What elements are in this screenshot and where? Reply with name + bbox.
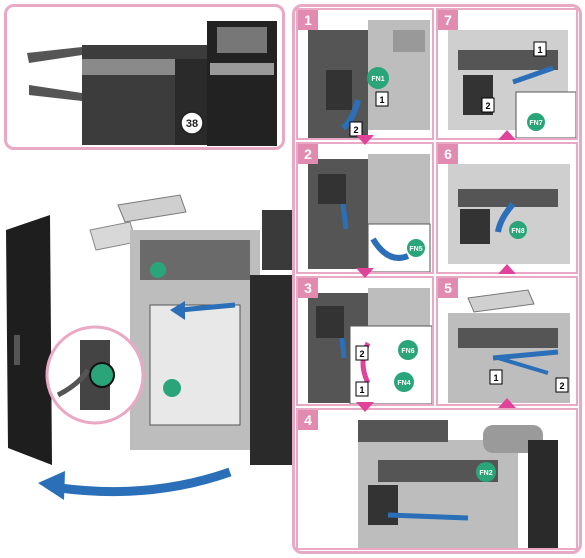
overview-panel: 38: [4, 4, 285, 150]
flow-arrow-4-to-5: [498, 398, 516, 408]
tag-1: 1: [493, 373, 498, 383]
step-4-panel: 4 FN2: [296, 408, 578, 550]
tag-2: 2: [359, 349, 364, 359]
tag-1: 1: [537, 45, 542, 55]
step-2-panel: 2 FN5: [296, 142, 434, 274]
step-4-illustration: FN2: [358, 420, 558, 548]
step-6-panel: 6 FN8: [436, 142, 578, 274]
badge-fn5: FN5: [409, 246, 422, 253]
step-1-illustration: 2 1 FN1: [308, 20, 430, 138]
step-7-panel: 7 1 2 FN7: [436, 8, 578, 140]
step-3-panel: 3 2 1 FN6 FN4: [296, 276, 434, 406]
main-machine-illustration: [6, 194, 300, 500]
step-2-illustration: FN5: [308, 154, 431, 272]
badge-fn4: FN4: [397, 380, 410, 387]
tag-1: 1: [379, 95, 384, 105]
step-6-illustration: FN8: [448, 164, 570, 264]
flow-arrow-5-to-6: [498, 264, 516, 274]
tag-1: 1: [359, 385, 364, 395]
step-number: 5: [438, 278, 458, 298]
badge-fn8: FN8: [511, 228, 524, 235]
step-1-panel: 1 2 1 FN1: [296, 8, 434, 140]
tag-2: 2: [353, 125, 358, 135]
step-number: 6: [438, 144, 458, 164]
flow-arrow-1-to-2: [356, 135, 374, 145]
step-5-illustration: 1 2: [448, 289, 570, 403]
step-number: 7: [438, 10, 458, 30]
step-number: 1: [298, 10, 318, 30]
badge-fn7: FN7: [529, 120, 542, 127]
machine-overview-illustration: 38: [27, 21, 277, 146]
step-5-panel: 5 1 2: [436, 276, 578, 406]
step-number: 2: [298, 144, 318, 164]
step-3-illustration: 2 1 FN6 FN4: [308, 288, 432, 404]
step-number: 4: [298, 410, 318, 430]
step-7-illustration: 1 2 FN7: [448, 30, 576, 138]
flow-arrow-3-to-4: [356, 402, 374, 412]
callout-38: 38: [186, 118, 198, 130]
step-number: 3: [298, 278, 318, 298]
badge-fn6: FN6: [401, 348, 414, 355]
tag-2: 2: [559, 381, 564, 391]
flow-arrow-6-to-7: [498, 130, 516, 140]
tag-2: 2: [485, 101, 490, 111]
badge-fn2: FN2: [479, 470, 492, 477]
badge-fn1: FN1: [371, 76, 384, 83]
flow-arrow-2-to-3: [356, 268, 374, 278]
